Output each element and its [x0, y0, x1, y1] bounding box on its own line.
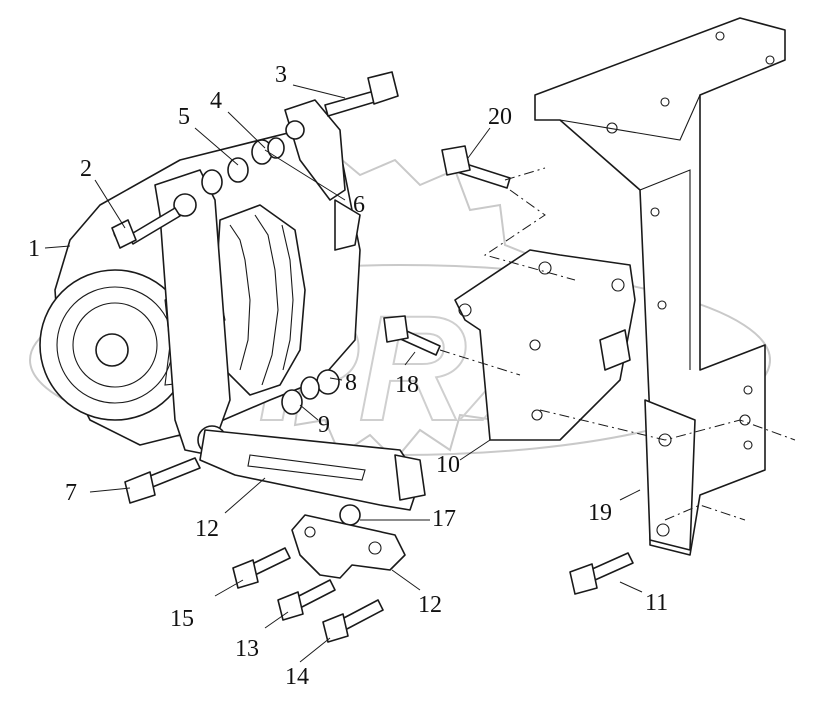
callout-19: 19 — [588, 500, 612, 526]
adapter-plate-10 — [454, 249, 636, 441]
adjusting-arm-12 — [199, 429, 426, 526]
bolt-11 — [569, 552, 634, 595]
center-lines — [439, 167, 796, 521]
bolt-13 — [277, 579, 336, 621]
callout-labels: 1 2 3 4 5 6 20 18 8 9 10 7 12 17 12 15 1… — [28, 62, 668, 690]
callout-11: 11 — [645, 590, 668, 616]
alternator — [39, 99, 361, 456]
callout-13: 13 — [235, 636, 259, 662]
callout-4: 4 — [210, 88, 222, 114]
bolt-7 — [124, 457, 201, 504]
callout-15: 15 — [170, 606, 194, 632]
bolt-3 — [324, 71, 399, 117]
callout-3: 3 — [275, 62, 287, 88]
link-plate-12 — [291, 514, 406, 579]
bolt-15 — [232, 547, 291, 589]
callout-14: 14 — [285, 664, 309, 690]
callout-18: 18 — [395, 372, 419, 398]
bolt-2 — [111, 207, 181, 249]
callout-12-plate: 12 — [418, 592, 442, 618]
callout-6: 6 — [353, 192, 365, 218]
callout-1: 1 — [28, 236, 40, 262]
leader-lines — [44, 84, 643, 663]
callout-10: 10 — [436, 452, 460, 478]
callout-17: 17 — [432, 506, 456, 532]
hardware-washers-nuts — [201, 137, 340, 415]
callout-8: 8 — [345, 370, 357, 396]
callout-5: 5 — [178, 104, 190, 130]
callout-20: 20 — [488, 104, 512, 130]
callout-9: 9 — [318, 412, 330, 438]
callout-12-arm: 12 — [195, 516, 219, 542]
callout-2: 2 — [80, 156, 92, 182]
mounting-bracket-19 — [534, 17, 786, 556]
callout-7: 7 — [65, 480, 77, 506]
bolt-14 — [322, 599, 384, 643]
bolt-18 — [383, 315, 441, 356]
bolt-20 — [441, 145, 511, 189]
